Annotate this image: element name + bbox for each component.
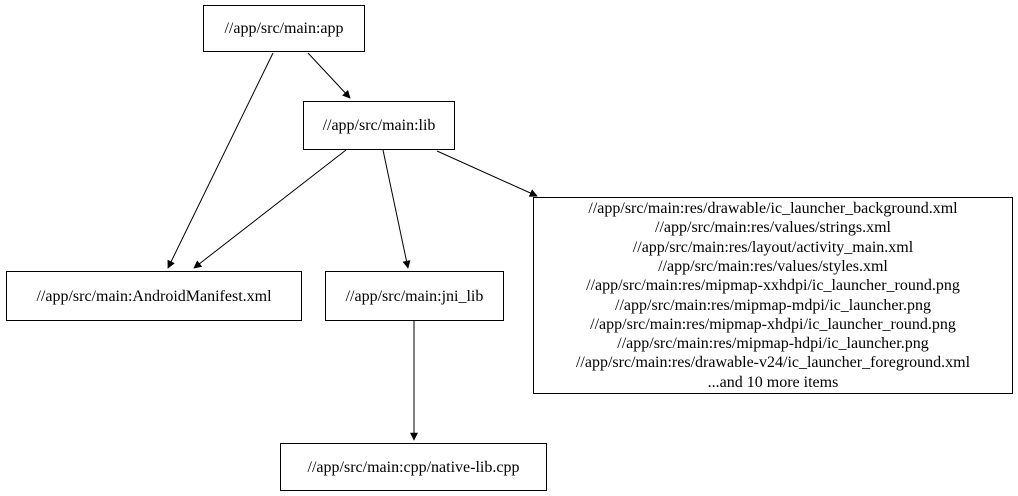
node-jni-lib: //app/src/main:jni_lib bbox=[325, 271, 504, 321]
edge-lib-to-jni-lib bbox=[382, 149, 411, 269]
resource-line: //app/src/main:res/mipmap-mdpi/ic_launch… bbox=[615, 296, 931, 314]
node-android-manifest: //app/src/main:AndroidManifest.xml bbox=[6, 271, 302, 321]
resource-line: //app/src/main:res/values/strings.xml bbox=[655, 219, 891, 237]
resource-line: //app/src/main:res/drawable/ic_launcher_… bbox=[588, 200, 958, 218]
edge-app-to-android-manifest bbox=[167, 52, 274, 269]
node-lib: //app/src/main:lib bbox=[303, 101, 455, 150]
node-app: //app/src/main:app bbox=[203, 5, 365, 52]
node-android-manifest-label: //app/src/main:AndroidManifest.xml bbox=[36, 287, 272, 305]
edge-app-to-lib bbox=[307, 52, 351, 99]
node-resources-lines: //app/src/main:res/drawable/ic_launcher_… bbox=[576, 199, 970, 392]
node-resources: //app/src/main:res/drawable/ic_launcher_… bbox=[533, 197, 1013, 394]
resource-line: //app/src/main:res/mipmap-xhdpi/ic_launc… bbox=[590, 315, 956, 333]
node-jni-lib-label: //app/src/main:jni_lib bbox=[345, 287, 484, 305]
node-app-label: //app/src/main:app bbox=[224, 20, 344, 37]
resource-line: //app/src/main:res/values/styles.xml bbox=[658, 257, 888, 275]
edge-lib-to-resources bbox=[436, 150, 538, 197]
resource-line: //app/src/main:res/mipmap-hdpi/ic_launch… bbox=[617, 335, 929, 353]
node-native-lib-label: //app/src/main:cpp/native-lib.cpp bbox=[307, 458, 520, 476]
edge-lib-to-android-manifest bbox=[193, 149, 347, 269]
resource-line: ...and 10 more items bbox=[707, 373, 839, 391]
node-lib-label: //app/src/main:lib bbox=[322, 117, 436, 134]
resource-line: //app/src/main:res/layout/activity_main.… bbox=[632, 238, 914, 256]
resource-line: //app/src/main:res/drawable-v24/ic_launc… bbox=[575, 354, 971, 372]
node-native-lib: //app/src/main:cpp/native-lib.cpp bbox=[280, 443, 547, 491]
resource-line: //app/src/main:res/mipmap-xxhdpi/ic_laun… bbox=[586, 277, 960, 295]
